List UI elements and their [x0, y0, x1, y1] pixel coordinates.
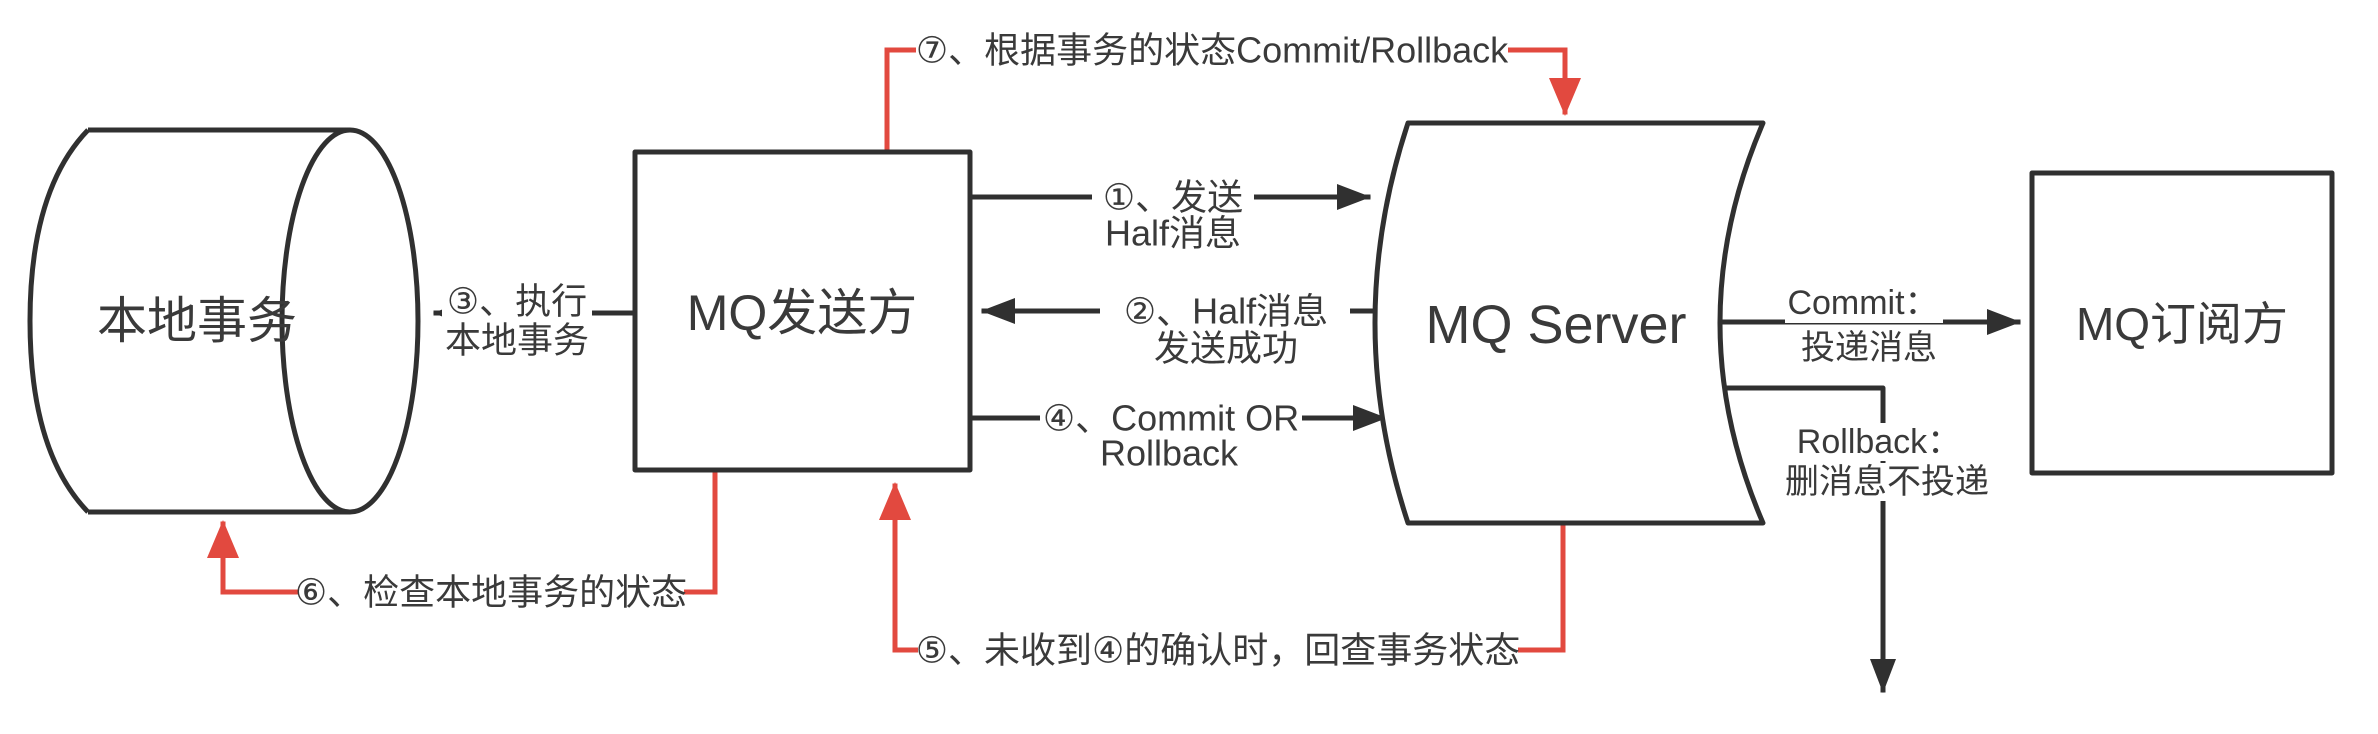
edge-step5: ⑤、未收到④的确认时，回查事务状态 [879, 482, 1566, 672]
mq-subscriber-node: MQ订阅方 [2029, 170, 2335, 476]
edge-step1: ①、发送 Half消息 [967, 176, 1371, 254]
step3-label-bg [442, 281, 592, 321]
step5-label-bg [918, 628, 1518, 672]
mq-subscriber-label: MQ订阅方 [2076, 298, 2288, 350]
step2-label2-bg [1152, 328, 1302, 368]
step7-label: ⑦、根据事务的状态Commit/Rollback [916, 30, 1509, 71]
edge-step3: ③、执行 本地事务 [433, 281, 638, 361]
step6-label: ⑥、检查本地事务的状态 [295, 572, 687, 613]
step2-label-bg [1100, 290, 1350, 332]
step6-label-bg [298, 570, 684, 614]
local-transaction-label: 本地事务 [97, 293, 297, 349]
rollback-label-bg [1796, 423, 1962, 461]
edge-step6: ⑥、检查本地事务的状态 [207, 467, 718, 614]
step1-label2-bg [1096, 214, 1251, 254]
mq-subscriber-box [2029, 170, 2335, 476]
edge-commit: Commit： 投递消息 [1719, 284, 2021, 368]
mq-sender-node: MQ发送方 [632, 149, 973, 473]
commit-label-line1: Commit： [1787, 284, 1938, 322]
step3-label-line2: 本地事务 [445, 320, 589, 361]
local-transaction-body [27, 127, 350, 515]
local-transaction-cap [279, 127, 421, 515]
edge-rollback: Rollback： 删消息不投递 [1723, 385, 1992, 693]
step4-label-line2: Rollback [1100, 433, 1239, 474]
step5-label: ⑤、未收到④的确认时，回查事务状态 [916, 630, 1521, 671]
step4-label-bg [1040, 397, 1302, 439]
mq-server-shape [1372, 120, 1766, 526]
mq-server-node: MQ Server [1372, 120, 1766, 526]
step1-label-line1: ①、发送 [1103, 177, 1243, 218]
rollback-label2-bg [1782, 463, 1992, 501]
commit-label-line2: 投递消息 [1801, 329, 1937, 367]
mq-sender-box [632, 149, 973, 473]
rollback-label-line1: Rollback： [1797, 423, 1961, 461]
local-transaction-node: 本地事务 [27, 127, 421, 515]
step4-label2-bg [1096, 434, 1246, 472]
edge-step2: ②、Half消息 发送成功 [981, 290, 1393, 369]
step1-label-bg [1092, 176, 1254, 218]
step3-label2-bg [444, 320, 592, 360]
rollback-connector [1723, 385, 1896, 693]
step2-label-line2: 发送成功 [1154, 328, 1298, 369]
edge-step7: ⑦、根据事务的状态Commit/Rollback [884, 28, 1581, 155]
mq-sender-label: MQ发送方 [687, 285, 918, 341]
step7-label-bg [916, 28, 1508, 72]
step2-label-line1: ②、Half消息 [1124, 291, 1328, 332]
edge-step4: ④、Commit OR Rollback [967, 397, 1387, 474]
step1-label-line2: Half消息 [1105, 213, 1241, 254]
commit-label2-bg [1798, 330, 1940, 368]
step3-label-line1: ③、执行 [447, 281, 587, 322]
mq-server-label: MQ Server [1425, 295, 1686, 355]
commit-label-bg [1785, 285, 1943, 323]
step4-label-line1: ④、Commit OR [1043, 398, 1299, 439]
rollback-label-line2: 删消息不投递 [1785, 463, 1989, 501]
